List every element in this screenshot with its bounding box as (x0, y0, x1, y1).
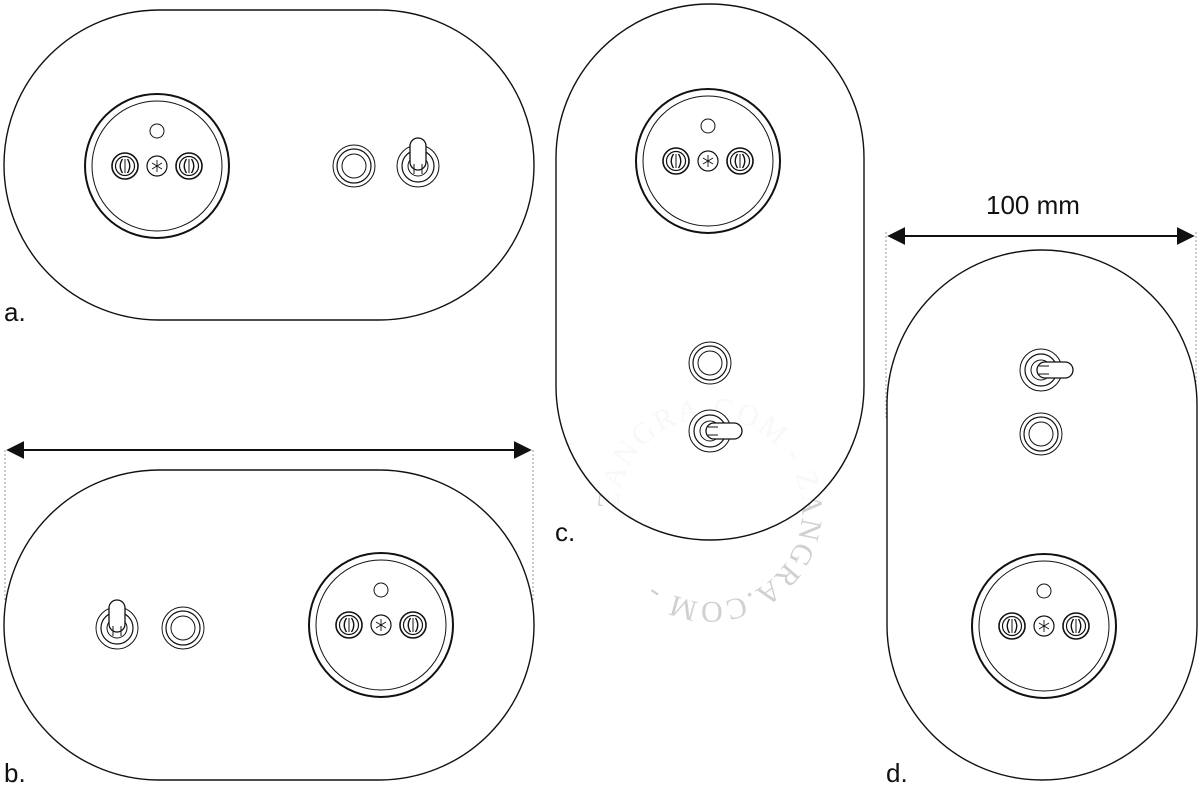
socket-icon (308, 552, 454, 698)
pushbutton-icon (1019, 412, 1063, 456)
dimension-label: 100 mm (986, 190, 1080, 220)
label-c: c. (555, 517, 576, 547)
pushbutton-icon (161, 606, 205, 650)
toggle-switch-icon (688, 409, 743, 453)
toggle-switch-icon (396, 137, 440, 188)
pushbutton-icon (688, 341, 732, 385)
plate-a (3, 9, 535, 321)
socket-icon (635, 88, 781, 234)
label-d: d. (886, 758, 908, 788)
pushbutton-icon (332, 144, 376, 188)
toggle-switch-icon (95, 599, 139, 650)
plate-c (555, 3, 865, 541)
socket-icon (84, 93, 230, 239)
toggle-switch-icon (1019, 348, 1074, 392)
label-a: a. (4, 297, 26, 327)
label-b: b. (4, 758, 26, 788)
plate-b (3, 441, 535, 781)
socket-icon (971, 553, 1117, 699)
plate-d (885, 227, 1198, 781)
